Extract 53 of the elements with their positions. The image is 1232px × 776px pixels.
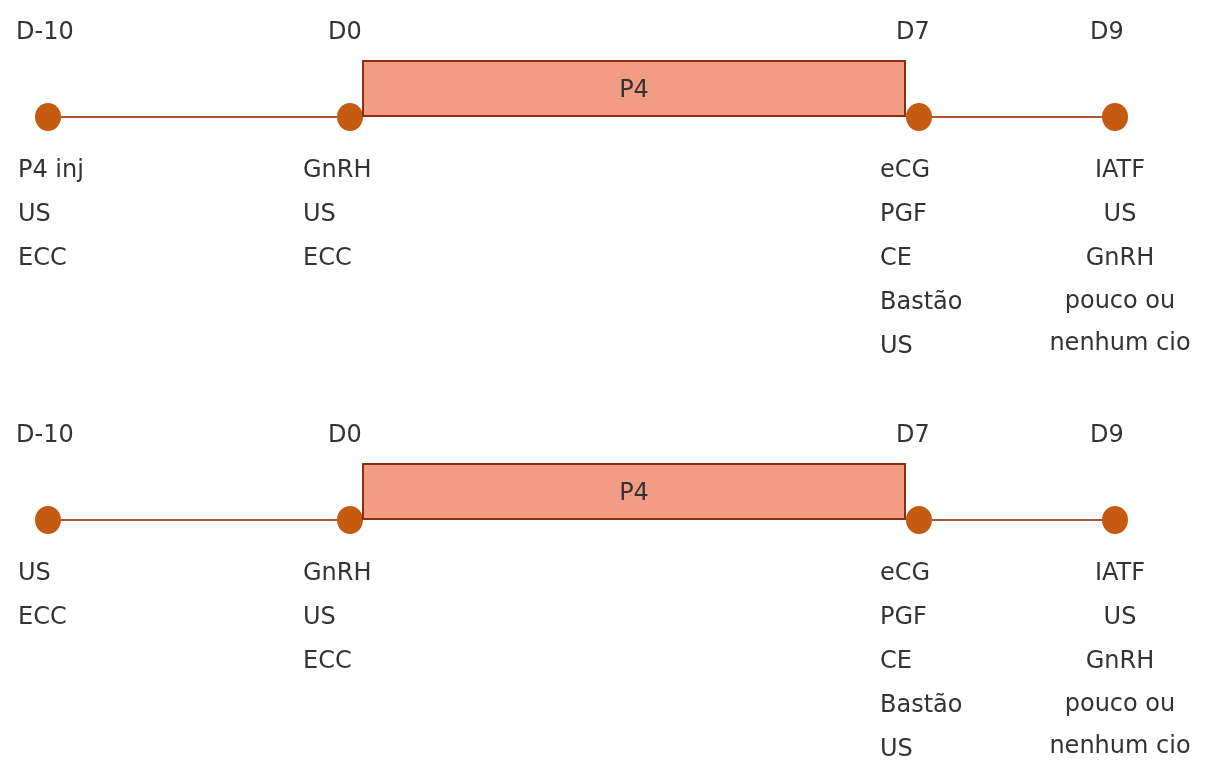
step-label: US — [880, 733, 914, 764]
phase-bar — [362, 463, 906, 520]
step-label: GnRH — [1085, 645, 1155, 676]
day-label: D9 — [1090, 420, 1124, 448]
timeline-point — [337, 506, 363, 534]
day-label: D0 — [328, 17, 362, 45]
step-label: PGF — [880, 601, 928, 632]
step-label: ECC — [18, 601, 67, 632]
step-label: US — [880, 330, 914, 361]
phase-label: P4 — [619, 74, 649, 103]
day-label: D-10 — [16, 17, 74, 45]
step-label: pouco ou nenhum cio — [1048, 285, 1192, 358]
step-label: GnRH — [303, 154, 372, 185]
timeline-point — [906, 103, 932, 131]
step-label: IATF — [1094, 154, 1146, 185]
timeline-line — [60, 519, 338, 521]
timeline-point — [1102, 506, 1128, 534]
day-label: D9 — [1090, 17, 1124, 45]
day-label: D0 — [328, 420, 362, 448]
step-label: eCG — [880, 557, 932, 588]
step-label: US — [303, 601, 337, 632]
step-label: US — [303, 198, 337, 229]
step-label: IATF — [1094, 557, 1146, 588]
step-label: ECC — [303, 242, 353, 273]
step-label: PGF — [880, 198, 928, 229]
step-label: CE — [880, 645, 913, 676]
timeline-line — [931, 519, 1103, 521]
timeline-point — [35, 103, 61, 131]
timeline-line — [60, 116, 338, 118]
day-label: D7 — [896, 420, 930, 448]
step-label: US — [18, 198, 52, 229]
step-label: P4 inj — [18, 154, 84, 185]
step-label: pouco ou nenhum cio — [1048, 688, 1192, 761]
step-label: US — [1103, 198, 1137, 229]
phase-bar — [362, 60, 906, 117]
timeline-point — [35, 506, 61, 534]
phase-label: P4 — [619, 477, 649, 506]
step-label: GnRH — [1085, 242, 1155, 273]
step-label: Bastão — [880, 689, 963, 720]
step-label: Bastão — [880, 286, 963, 317]
timeline-point — [906, 506, 932, 534]
timeline-point — [1102, 103, 1128, 131]
day-label: D7 — [896, 17, 930, 45]
timeline-line — [931, 116, 1103, 118]
step-label: GnRH — [303, 557, 372, 588]
step-label: ECC — [18, 242, 68, 273]
step-label: US — [18, 557, 52, 588]
step-label: eCG — [880, 154, 932, 185]
step-label: US — [1103, 601, 1137, 632]
day-label: D-10 — [16, 420, 74, 448]
timeline-point — [337, 103, 363, 131]
step-label: ECC — [303, 645, 353, 676]
step-label: CE — [880, 242, 913, 273]
